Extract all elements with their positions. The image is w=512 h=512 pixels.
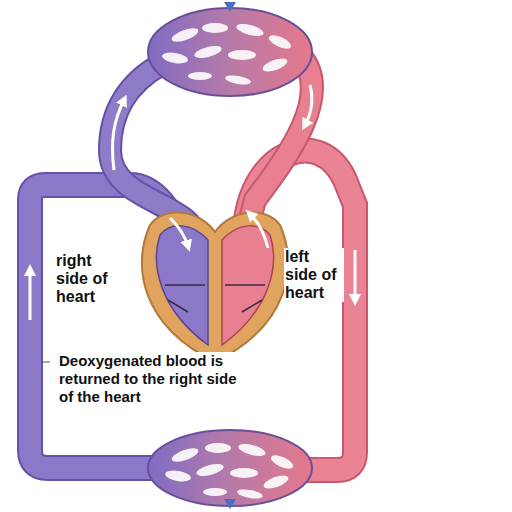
lung-capillary-bed [148,8,312,96]
capillary-gap [237,442,267,459]
capillary-gap [188,72,212,80]
capillary-gap [161,51,188,65]
flow-arrow [224,2,236,12]
tick-mark [42,362,50,363]
capillary-gap [195,462,225,479]
capillary-gap [203,488,227,496]
flow-arrow [250,214,268,248]
capillary-gap [170,446,200,465]
capillary-gap [237,488,264,500]
capillary-gap [164,469,191,483]
capillary-gap [261,56,289,74]
flow-arrow [305,85,312,125]
capillary-mesh [164,442,295,501]
capillary-gap [193,44,223,61]
capillary-gap [225,74,252,86]
side-label: left side of heart [284,248,344,302]
flow-arrow [354,250,357,300]
capillary-gap [267,32,293,51]
heart-valve [165,285,265,312]
capillary-gap [262,473,290,491]
heart [142,212,288,362]
capillary-gap [230,468,258,478]
capillary-gap [269,452,295,471]
flow-arrow [170,218,188,246]
capillary-mesh [161,22,293,87]
capillary-gap [228,50,256,60]
capillary-gap [202,23,228,33]
body-capillary-bed [148,430,312,506]
capillary-gap [235,22,265,39]
flow-arrow [112,100,124,170]
capillary-gap [205,443,231,453]
note-label: Deoxygenated blood is returned to the ri… [58,352,250,406]
flow-arrow [29,270,32,320]
capillary-gap [170,26,200,45]
side-label: right side of heart [55,252,119,306]
flow-arrow [224,499,236,509]
